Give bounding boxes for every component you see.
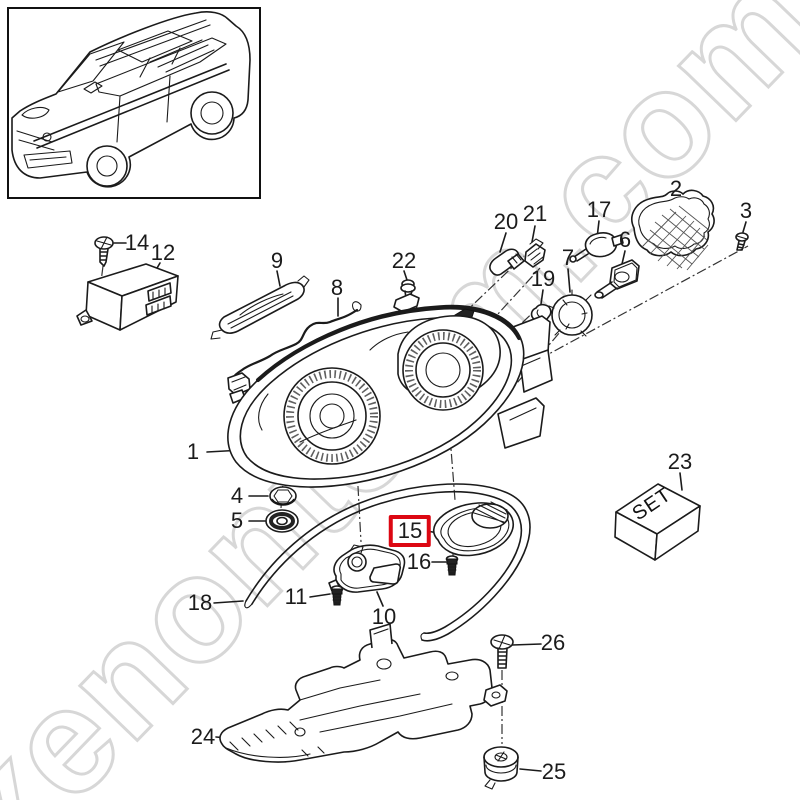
part-2-cover	[631, 189, 715, 271]
part-label-18: 18	[187, 590, 213, 615]
part-label-19: 19	[530, 266, 556, 291]
part-3-screw	[735, 232, 749, 251]
part-label-14: 14	[124, 230, 150, 255]
part-15-led-module	[432, 501, 514, 557]
part-18-strip	[244, 483, 531, 642]
part-label-6: 6	[618, 227, 632, 252]
part-label-21: 21	[522, 201, 548, 226]
part-label-1: 1	[186, 439, 200, 464]
part-label-20: 20	[493, 209, 519, 234]
vehicle-thumbnail	[7, 7, 261, 199]
part-label-7: 7	[561, 245, 575, 270]
part-26-screw	[490, 634, 514, 669]
part-14-screw	[94, 236, 114, 267]
part-label-12: 12	[150, 240, 176, 265]
part-9-trim	[210, 275, 310, 340]
part-7-retaining-ring	[548, 289, 593, 337]
part-23-set-box: SET	[614, 483, 701, 561]
part-label-4: 4	[230, 483, 244, 508]
part-label-2: 2	[669, 176, 683, 201]
part-22-pin	[400, 279, 416, 299]
part-16-screw	[445, 555, 459, 576]
part-24-bracket	[219, 623, 508, 763]
part-label-23: 23	[667, 449, 693, 474]
part-10-ballast	[328, 544, 406, 593]
part-label-8: 8	[330, 275, 344, 300]
part-label-24: 24	[190, 724, 216, 749]
part-label-10: 10	[371, 604, 397, 629]
part-25-grommet	[483, 746, 519, 790]
part-5-grommet	[265, 509, 299, 533]
part-label-22: 22	[391, 248, 417, 273]
part-1-headlight	[227, 293, 553, 488]
part-12-control-unit	[76, 263, 179, 331]
part-11-screw	[330, 585, 344, 606]
part-label-3: 3	[739, 198, 753, 223]
part-4-nut	[269, 486, 297, 506]
part-label-16: 16	[406, 549, 432, 574]
part-label-26: 26	[540, 630, 566, 655]
part-17-actuator	[569, 232, 624, 263]
part-label-5: 5	[230, 508, 244, 533]
part-label-15-highlighted: 15	[388, 515, 432, 547]
part-label-11: 11	[284, 584, 308, 609]
part-label-17: 17	[586, 197, 612, 222]
part-8-harness	[227, 301, 362, 404]
part-20-bulb	[489, 248, 525, 276]
part-label-9: 9	[270, 248, 284, 273]
part-21-socket	[524, 238, 546, 268]
part-6-xenon-bulb	[594, 259, 640, 299]
part-label-25: 25	[541, 759, 567, 784]
